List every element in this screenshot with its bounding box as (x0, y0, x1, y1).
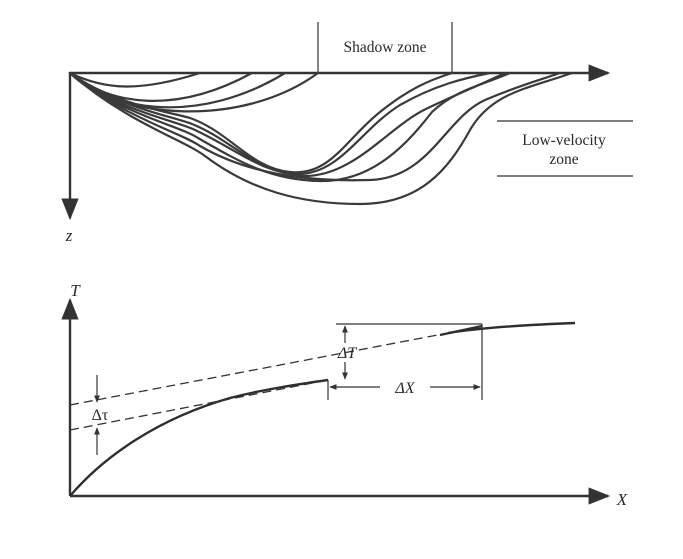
tangent-line-lower (69, 379, 329, 431)
travel-time-curve-direct (69, 378, 329, 497)
ray-path (68, 71, 574, 206)
ray-path (68, 71, 562, 182)
ray-path (68, 71, 512, 183)
ray-path (68, 71, 492, 176)
distance-axis-label: X (616, 490, 628, 509)
delta-t-label: ΔT (337, 345, 357, 362)
low-velocity-label-line1: Low-velocity (522, 132, 606, 149)
shadow-zone-label: Shadow zone (343, 39, 426, 56)
ray-path-diagram: z Shadow zone Low-velocity zone (61, 22, 633, 245)
ray-path (68, 71, 507, 178)
ray-path (68, 71, 454, 174)
delta-tau-label: Δτ (92, 407, 109, 424)
depth-axis-label: z (65, 226, 73, 245)
delta-x-label: ΔX (394, 380, 415, 397)
travel-time-diagram: T X ΔT ΔX Δτ (61, 281, 628, 509)
ray-path (68, 71, 202, 88)
low-velocity-label-line2: zone (549, 151, 578, 168)
time-axis-label: T (70, 281, 81, 300)
ray-path (68, 71, 254, 102)
tangent-line-upper (69, 332, 449, 406)
ray-path (68, 71, 287, 109)
